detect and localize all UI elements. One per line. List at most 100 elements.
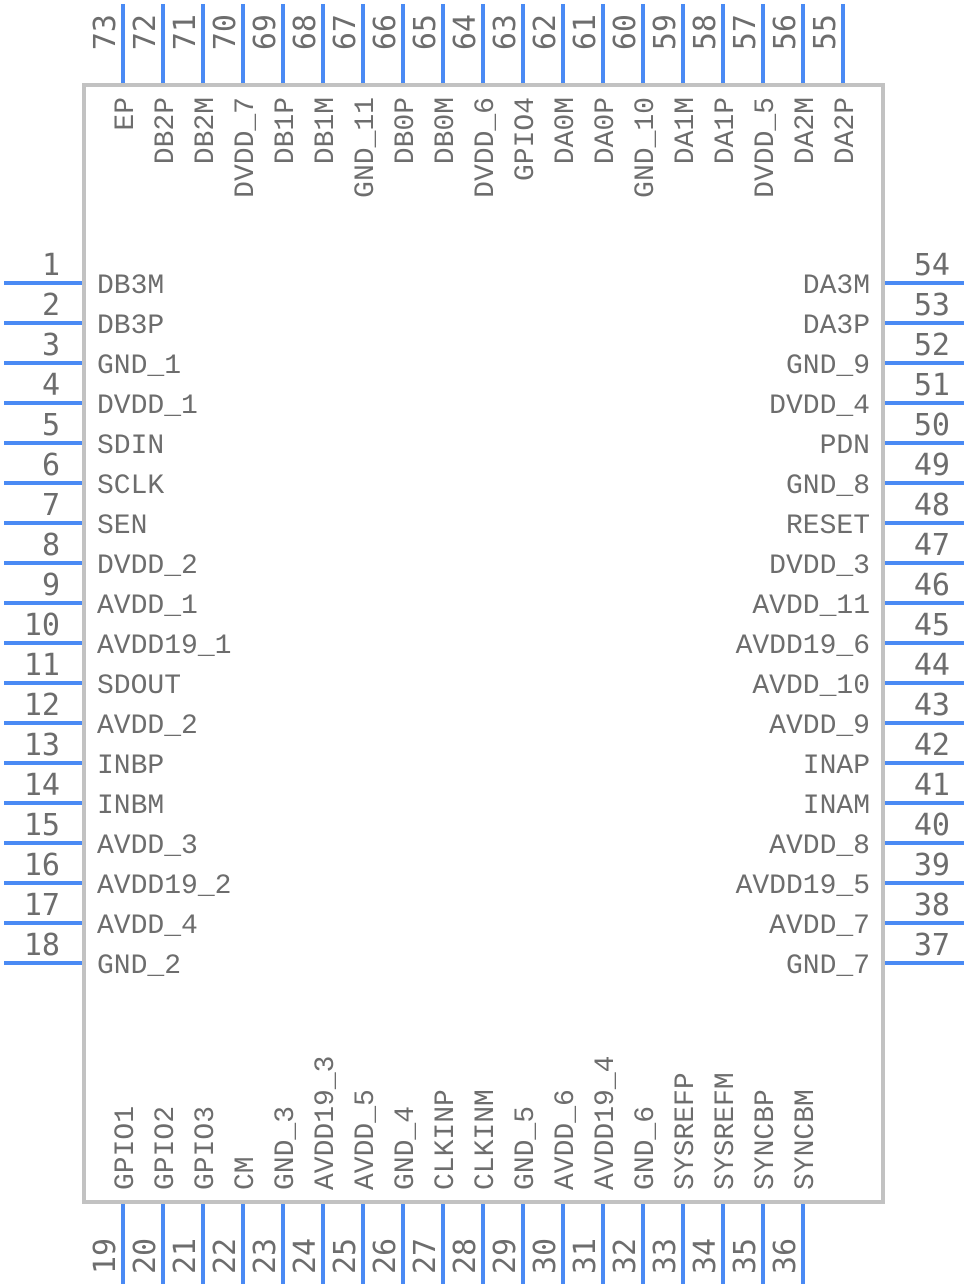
pin-name: DB2P — [151, 97, 182, 164]
pin-number: 48 — [914, 488, 950, 523]
pin-number: 45 — [914, 608, 950, 643]
pin-number: 6 — [42, 448, 60, 483]
pin-number: 56 — [768, 14, 803, 50]
pin-name: GPIO1 — [111, 1106, 142, 1190]
pin-number: 63 — [488, 14, 523, 50]
pin-name: DVDD_6 — [471, 97, 502, 198]
pin-33: 33 SYSREFP — [648, 1072, 702, 1284]
pin-name: DVDD_5 — [751, 97, 782, 198]
pin-number: 1 — [42, 248, 60, 283]
pin-number: 4 — [42, 368, 60, 403]
pin-name: AVDD19_2 — [97, 871, 231, 902]
pin-number: 46 — [914, 568, 950, 603]
pin-number: 73 — [88, 14, 123, 50]
pin-number: 53 — [914, 288, 950, 323]
pin-name: AVDD_11 — [752, 591, 870, 622]
pin-name: SYNCBM — [791, 1089, 822, 1190]
pin-number: 27 — [408, 1238, 443, 1274]
pin-number: 17 — [24, 888, 60, 923]
pin-name: SYSREFP — [671, 1072, 702, 1190]
pin-number: 59 — [648, 14, 683, 50]
pin-number: 57 — [728, 14, 763, 50]
top-pins: 73EP72DB2P71DB2M70DVDD_769DB1P68DB1M67GN… — [88, 4, 862, 198]
pin-name: GPIO2 — [151, 1106, 182, 1190]
pin-name: GPIO4 — [511, 97, 542, 181]
pin-name: INAP — [803, 751, 870, 782]
pin-number: 15 — [24, 808, 60, 843]
pin-number: 60 — [608, 14, 643, 50]
pin-number: 20 — [128, 1238, 163, 1274]
pin-name: GND_8 — [786, 471, 870, 502]
pin-number: 54 — [914, 248, 950, 283]
pin-name: AVDD_4 — [97, 911, 198, 942]
pin-name: GND_11 — [351, 97, 382, 198]
pin-number: 67 — [328, 14, 363, 50]
pin-number: 11 — [24, 648, 60, 683]
pin-number: 66 — [368, 14, 403, 50]
pin-number: 13 — [24, 728, 60, 763]
pin-20: 20 GPIO2 — [128, 1106, 182, 1284]
pin-number: 41 — [914, 768, 950, 803]
pin-number: 31 — [568, 1238, 603, 1274]
pin-34: 34 SYSREFM — [688, 1072, 742, 1284]
pin-name: DVDD_3 — [769, 551, 870, 582]
pin-name: DA1P — [711, 97, 742, 164]
pin-number: 3 — [42, 328, 60, 363]
pin-number: 37 — [914, 928, 950, 963]
pin-name: AVDD19_6 — [736, 631, 870, 662]
pin-number: 34 — [688, 1238, 723, 1274]
pin-number: 33 — [648, 1238, 683, 1274]
pin-name: SEN — [97, 511, 147, 542]
pin-number: 10 — [24, 608, 60, 643]
pin-number: 2 — [42, 288, 60, 323]
pin-name: GND_9 — [786, 351, 870, 382]
pin-number: 72 — [128, 14, 163, 50]
pin-name: DVDD_4 — [769, 391, 870, 422]
pin-name: SCLK — [97, 471, 164, 502]
pin-name: GND_1 — [97, 351, 181, 382]
pin-name: SYSREFM — [711, 1072, 742, 1190]
pin-number: 38 — [914, 888, 950, 923]
pin-number: 65 — [408, 14, 443, 50]
pin-name: DB0M — [431, 97, 462, 164]
pin-number: 47 — [914, 528, 950, 563]
pin-number: 44 — [914, 648, 950, 683]
pin-name: GND_3 — [271, 1106, 302, 1190]
pin-name: AVDD_7 — [769, 911, 870, 942]
pin-name: DB0P — [391, 97, 422, 164]
pin-name: AVDD_1 — [97, 591, 198, 622]
pin-name: DVDD_1 — [97, 391, 198, 422]
pin-number: 71 — [168, 14, 203, 50]
pin-name: AVDD_10 — [752, 671, 870, 702]
